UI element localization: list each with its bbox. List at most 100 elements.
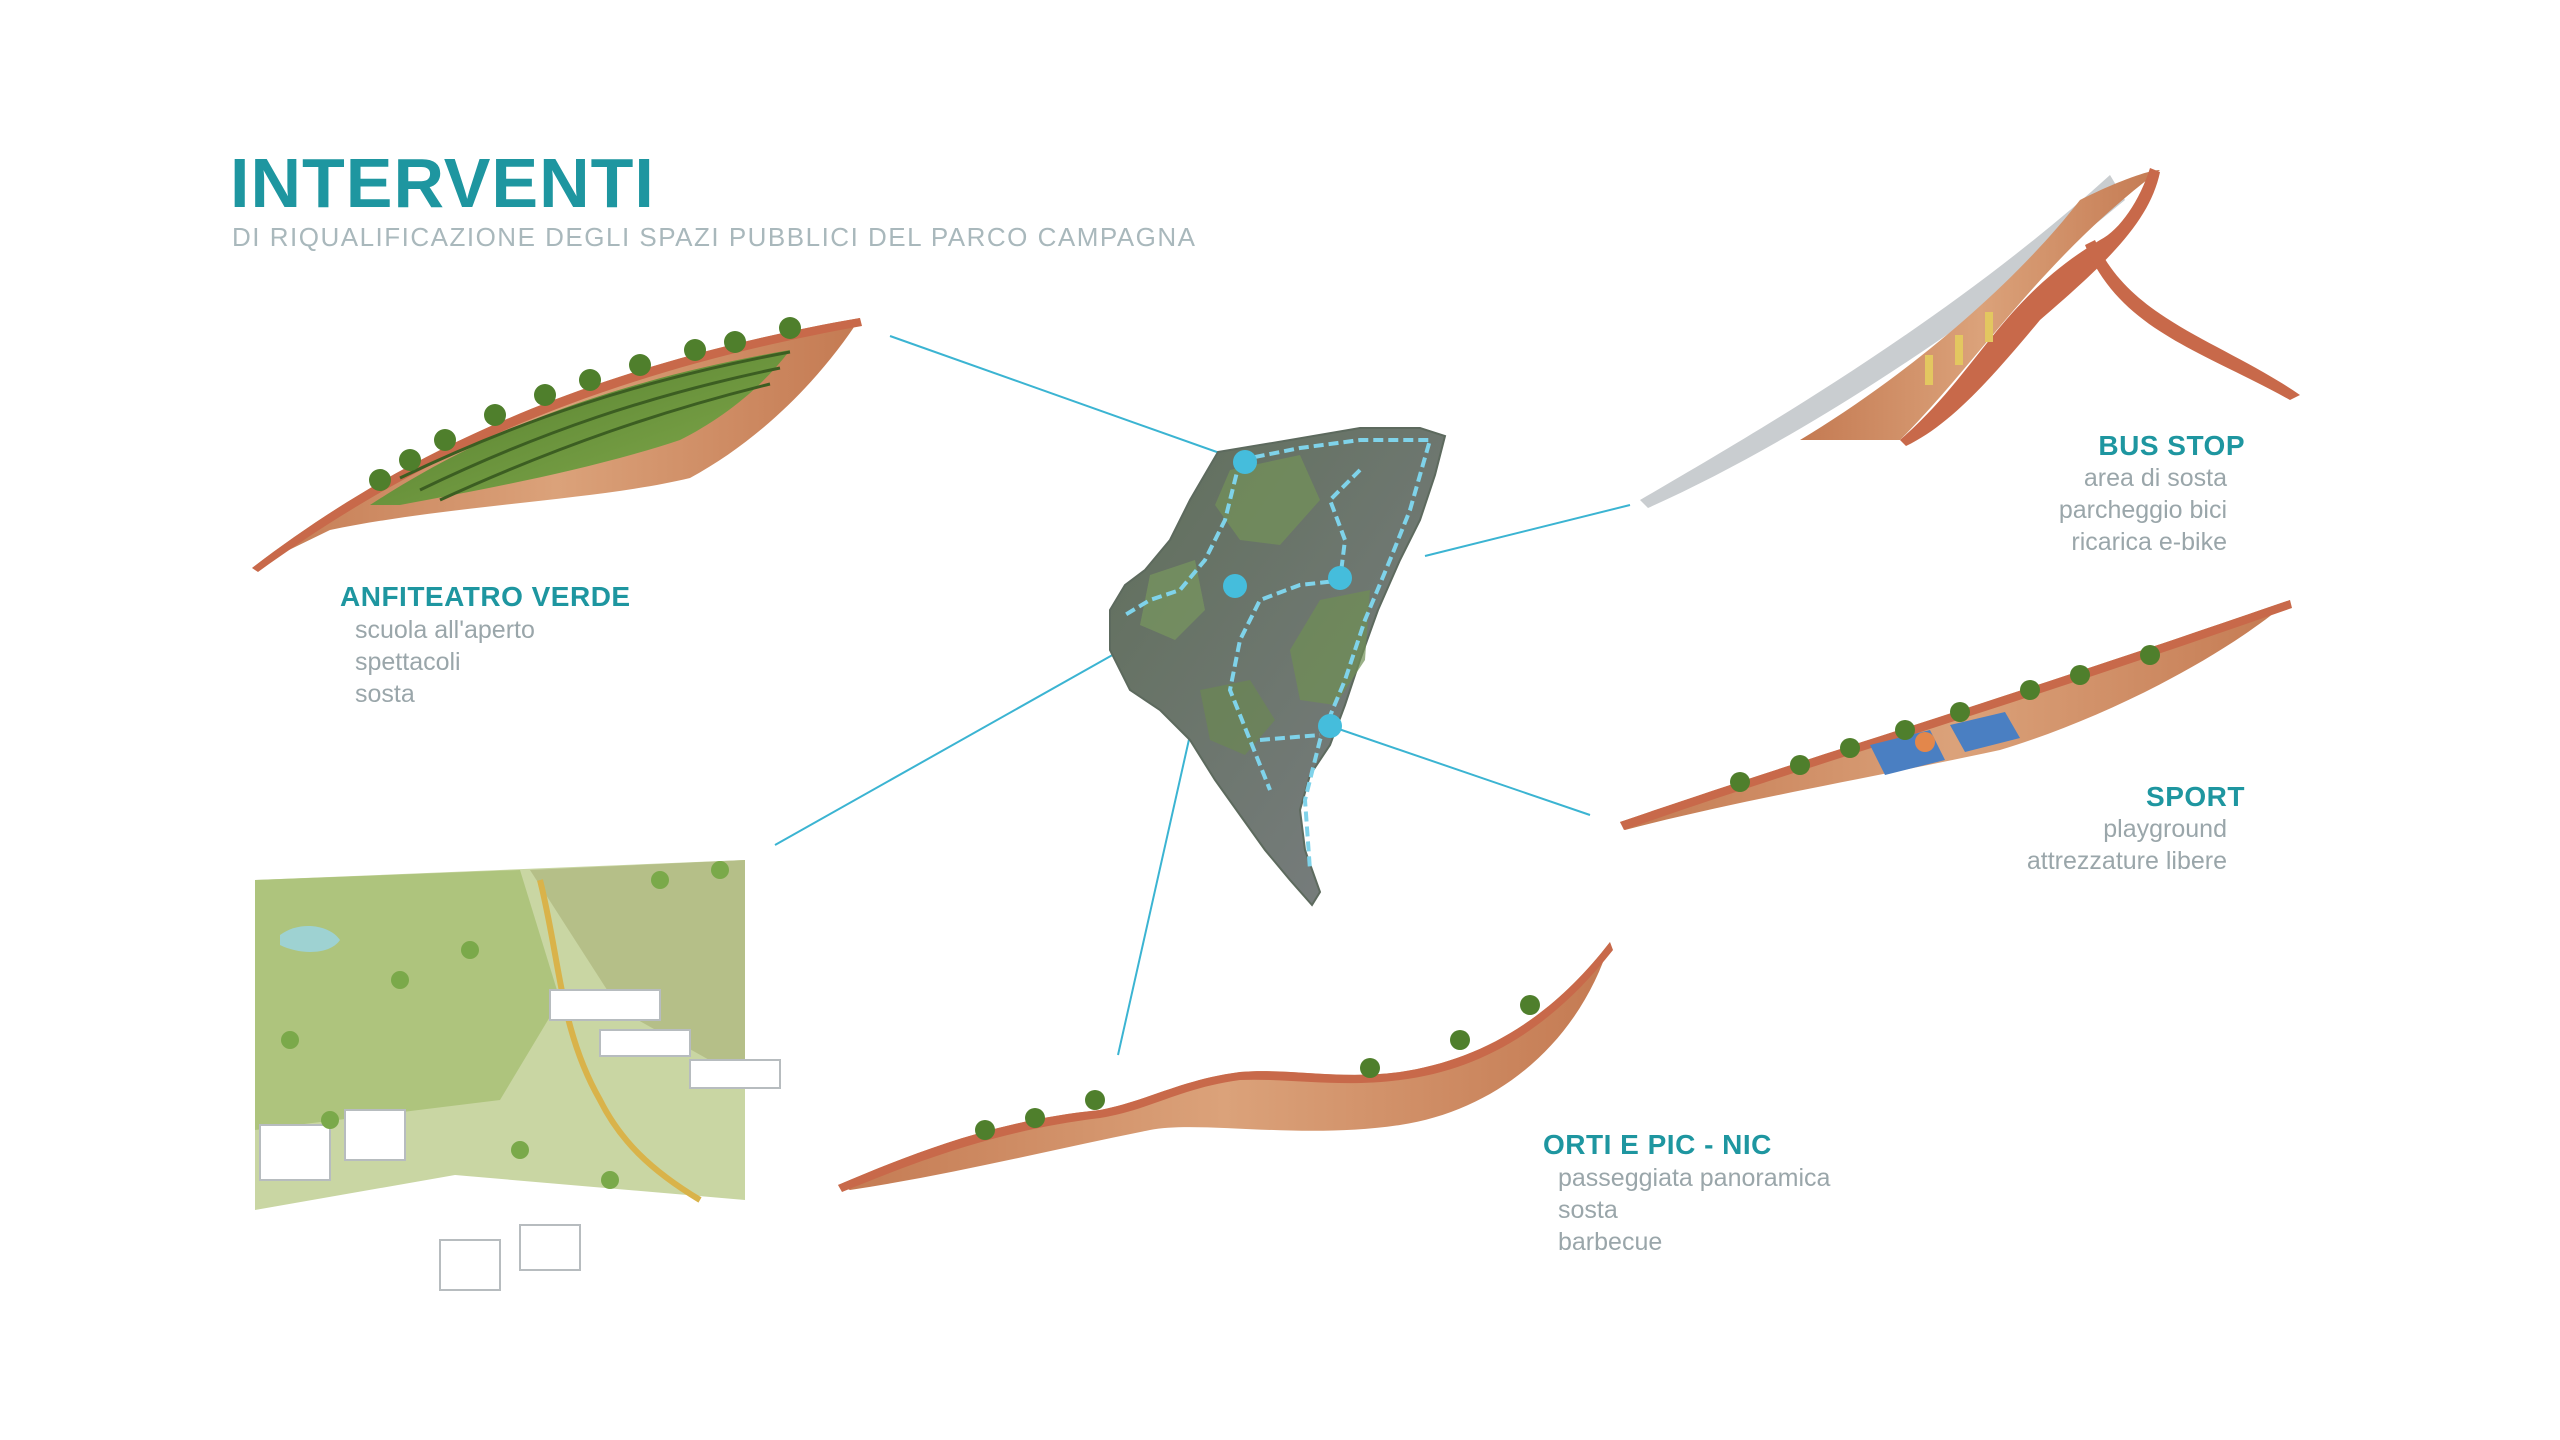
list-item: scuola all'aperto	[355, 616, 535, 644]
tree	[1360, 1058, 1380, 1078]
tree	[1895, 720, 1915, 740]
sport-court-accent	[1915, 732, 1935, 752]
tree	[711, 861, 729, 879]
site-map-path-5	[1259, 733, 1321, 742]
list-item: barbecue	[1558, 1228, 1663, 1256]
tree	[1730, 772, 1750, 792]
tree	[1025, 1108, 1045, 1128]
map-marker-bus[interactable]	[1328, 566, 1352, 590]
building	[519, 1224, 581, 1271]
bus-rim-main	[1900, 168, 2160, 446]
tree	[1085, 1090, 1105, 1110]
tree	[651, 871, 669, 889]
tree	[281, 1031, 299, 1049]
tree	[579, 369, 601, 391]
tree	[1950, 702, 1970, 722]
aerial-pond	[280, 925, 340, 952]
site-map-green-1	[1215, 455, 1320, 545]
tree	[779, 317, 801, 339]
bus-deck	[1800, 170, 2160, 440]
sport-court-2	[1950, 712, 2020, 752]
building	[599, 1029, 691, 1057]
tree	[2020, 680, 2040, 700]
aerial-slope	[530, 860, 745, 1080]
building	[344, 1109, 406, 1161]
label-bus-stop: BUS STOP	[2098, 430, 2245, 461]
tree	[684, 339, 706, 361]
bus-rim-branch	[2085, 240, 2300, 400]
anfiteatro-trees	[369, 317, 801, 491]
tree	[629, 354, 651, 376]
tree	[1840, 738, 1860, 758]
tree	[534, 384, 556, 406]
list-sport: playground attrezzature libere	[1960, 813, 2227, 877]
list-item: ricarica e-bike	[2071, 528, 2227, 556]
tree	[399, 449, 421, 471]
tree	[601, 1171, 619, 1189]
tree	[1520, 995, 1540, 1015]
list-item: playground	[2103, 815, 2227, 843]
anfiteatro-illustration	[252, 317, 862, 572]
tree	[2070, 665, 2090, 685]
orti-illustration	[838, 942, 1613, 1192]
bus-shelter	[1925, 312, 1993, 385]
shelter-element	[1925, 355, 1933, 385]
site-map-green-4	[1200, 680, 1275, 755]
tree	[369, 469, 391, 491]
shelter-element	[1955, 335, 1963, 365]
tree	[1790, 755, 1810, 775]
site-map-path-1	[1239, 438, 1433, 871]
list-anfiteatro-verde: scuola all'aperto spettacoli sosta	[355, 614, 535, 710]
site-map-paths	[1123, 438, 1433, 871]
building	[689, 1059, 781, 1089]
connector-bus	[1424, 504, 1631, 557]
tree	[511, 1141, 529, 1159]
tree	[975, 1120, 995, 1140]
anfiteatro-terraces	[399, 350, 791, 502]
list-item: sosta	[1558, 1196, 1618, 1224]
sport-illustration	[1620, 600, 2292, 830]
bus-illustration	[1640, 168, 2300, 508]
label-orti-pic-nic: ORTI E PIC - NIC	[1543, 1129, 1772, 1160]
sport-trees	[1730, 645, 2160, 792]
list-bus-stop: area di sosta parcheggio bici ricarica e…	[1960, 462, 2227, 558]
aerial-illustration	[255, 860, 781, 1291]
tree	[1450, 1030, 1470, 1050]
site-map-path-2	[1123, 459, 1242, 617]
building	[439, 1239, 501, 1291]
map-marker-center[interactable]	[1223, 574, 1247, 598]
tree	[434, 429, 456, 451]
label-anfiteatro-verde: ANFITEATRO VERDE	[340, 581, 631, 612]
connector-sport	[1329, 725, 1591, 816]
tree	[484, 404, 506, 426]
tree	[391, 971, 409, 989]
map-marker-anfiteatro[interactable]	[1233, 450, 1257, 474]
aerial-buildings	[259, 989, 781, 1291]
connector-anfiteatro	[889, 335, 1246, 463]
site-map-area	[1109, 427, 1447, 907]
page-title: INTERVENTI	[230, 144, 655, 222]
list-item: area di sosta	[2083, 464, 2227, 492]
shelter-element	[1985, 312, 1993, 342]
aerial-trees	[281, 861, 729, 1189]
site-map-green-3	[1140, 560, 1205, 640]
list-item: parcheggio bici	[2058, 496, 2227, 524]
site-map-path-3	[1227, 578, 1346, 791]
list-item: attrezzature libere	[2026, 847, 2227, 875]
site-map	[1109, 427, 1447, 907]
tree	[724, 331, 746, 353]
tree	[321, 1111, 339, 1129]
page-subtitle: DI RIQUALIFICAZIONE DEGLI SPAZI PUBBLICI…	[232, 222, 1197, 252]
building	[259, 1124, 331, 1181]
aerial-path	[537, 879, 702, 1203]
map-marker-sport[interactable]	[1318, 714, 1342, 738]
tree	[2140, 645, 2160, 665]
site-map-path-4	[1327, 468, 1362, 581]
tree	[461, 941, 479, 959]
label-sport: SPORT	[2146, 781, 2245, 812]
orti-trees	[975, 995, 1540, 1140]
list-item: spettacoli	[355, 648, 461, 676]
orti-deck	[838, 942, 1610, 1190]
connector-orti	[1117, 734, 1191, 1056]
list-item: passeggiata panoramica	[1558, 1164, 1831, 1192]
